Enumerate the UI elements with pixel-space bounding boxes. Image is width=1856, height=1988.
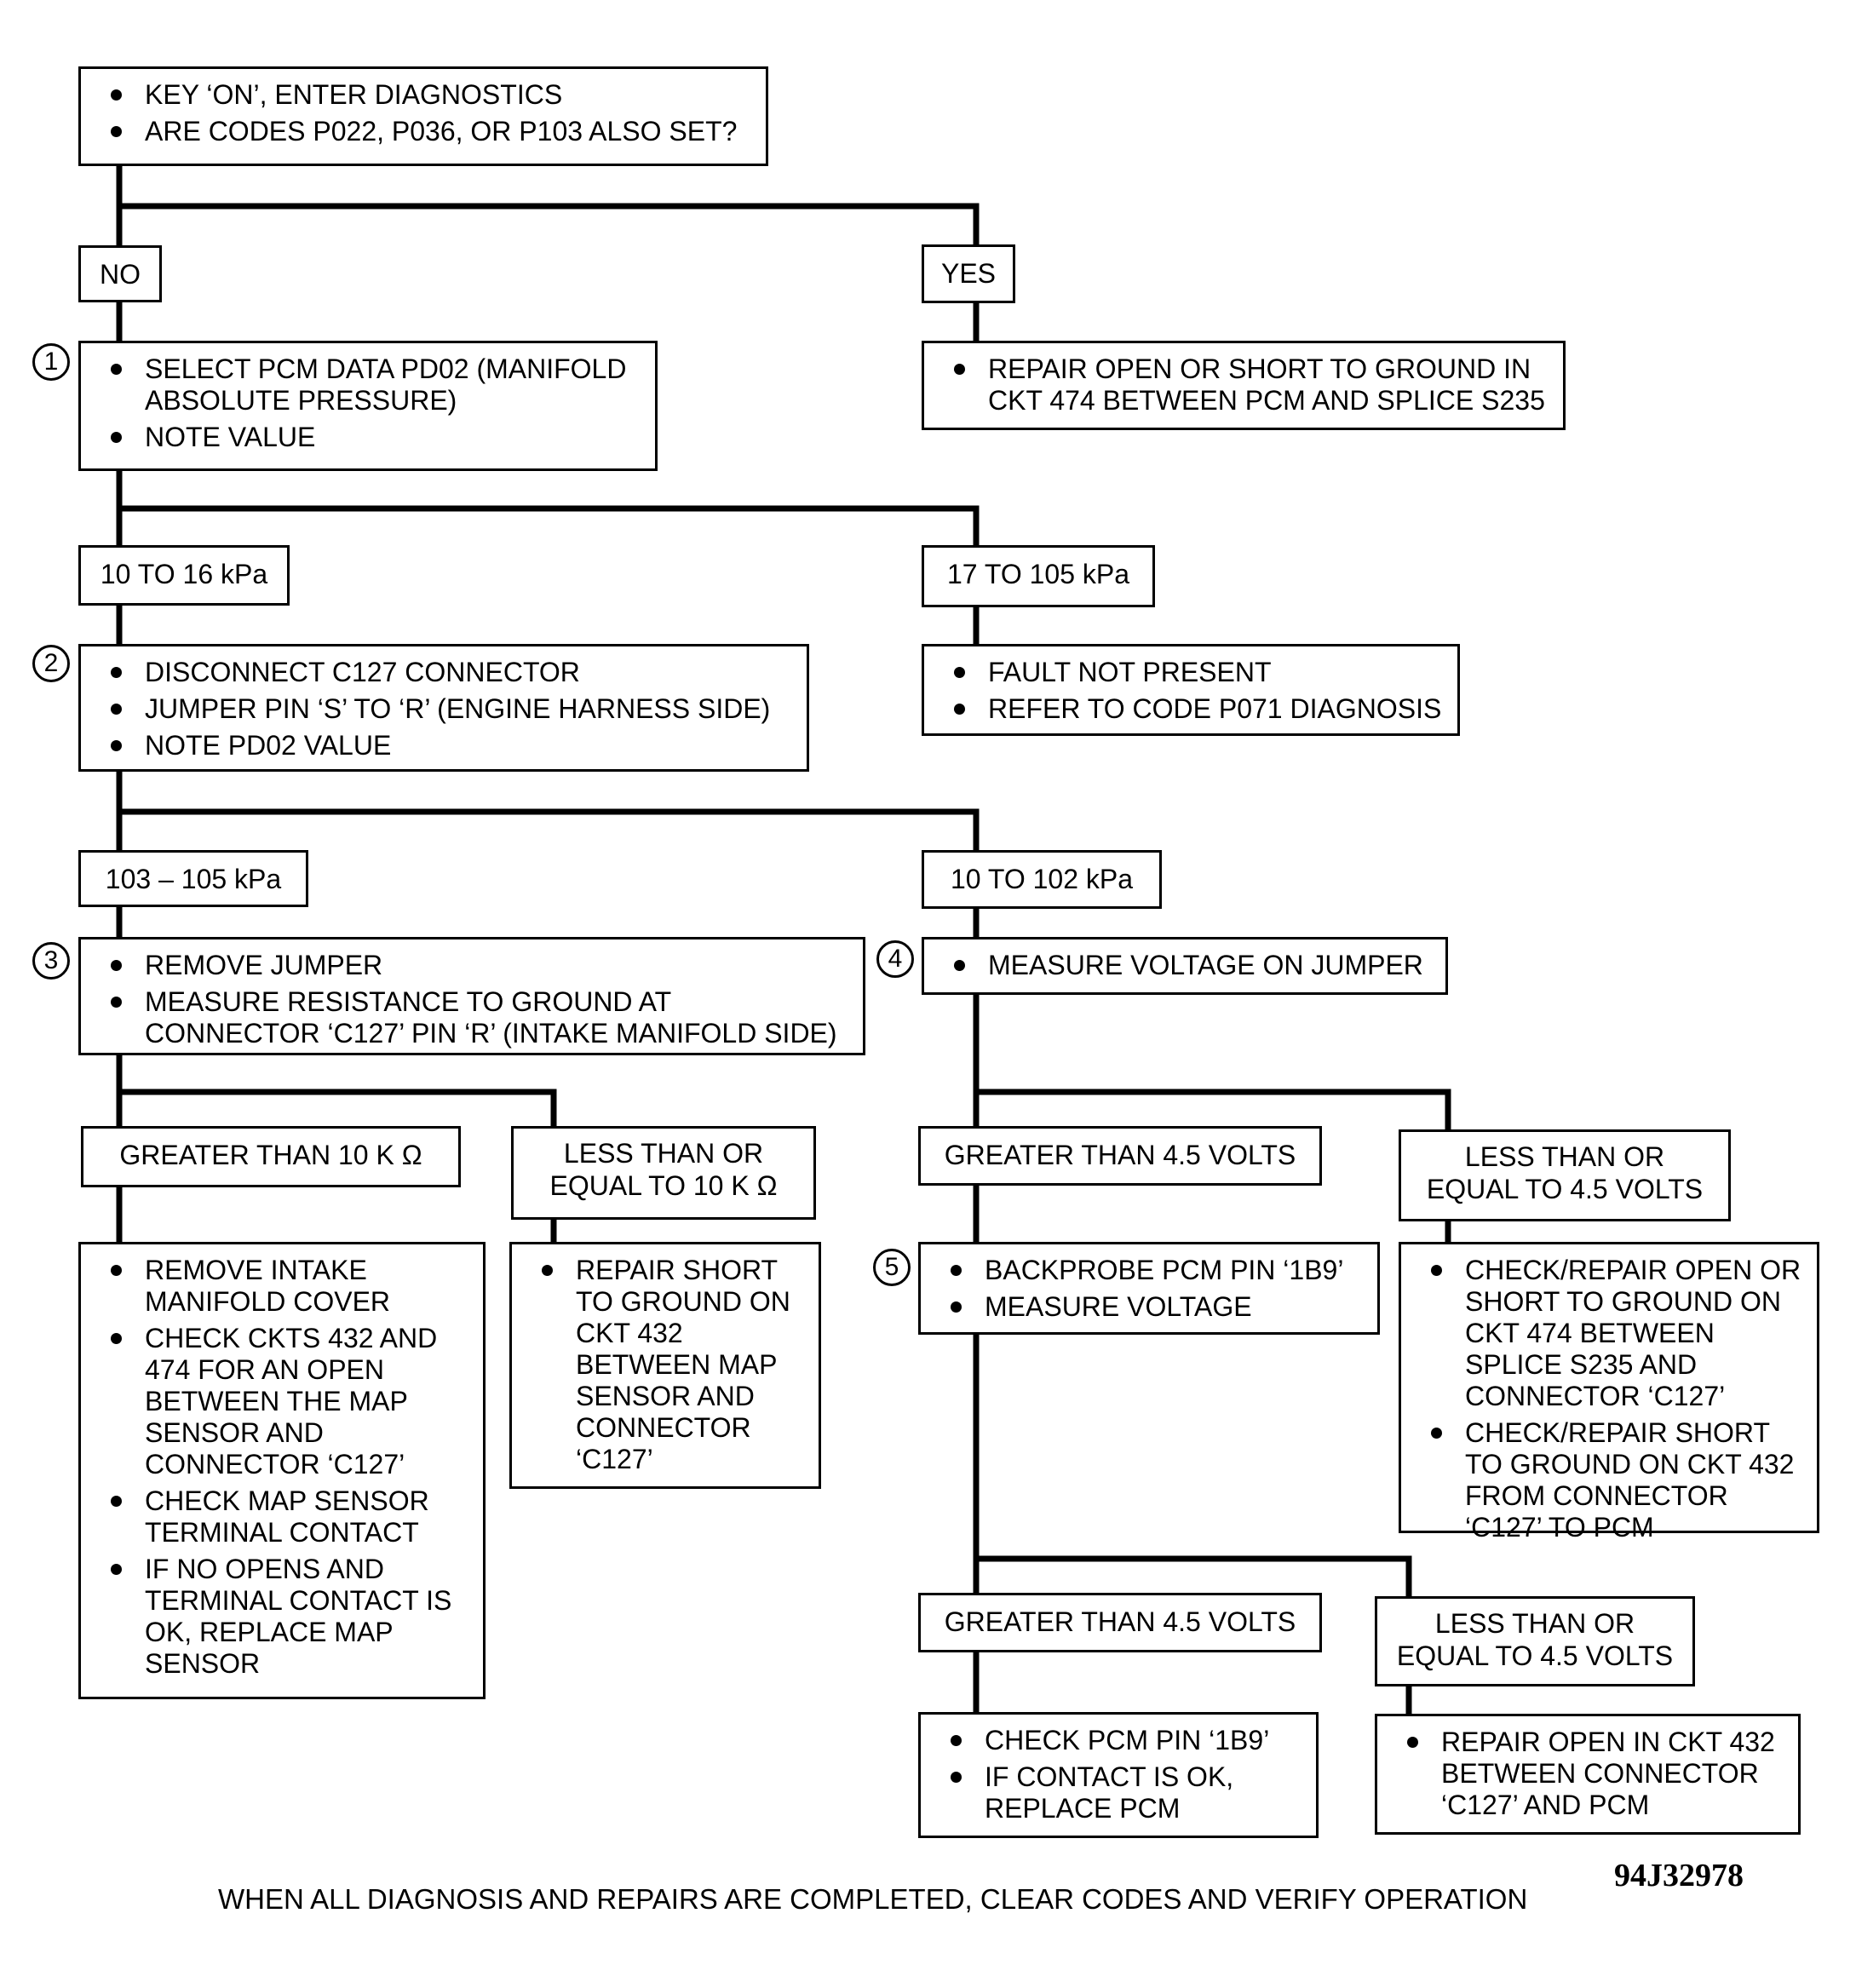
remove-intake-cover-item: REMOVE INTAKE MANIFOLD COVER [98,1255,474,1318]
range-17-105-action-box: FAULT NOT PRESENT REFER TO CODE P071 DIA… [922,644,1460,736]
repair-open-ckt-432-item: REPAIR OPEN IN CKT 432 BETWEEN CONNECTOR… [1394,1727,1790,1821]
range-10-16-label: 10 TO 16 kPa [78,545,290,606]
step-1-item-2: NOTE VALUE [98,422,646,453]
greater-than-4-5v-action-box-2: CHECK PCM PIN ‘1B9’ IF CONTACT IS OK, RE… [918,1712,1319,1838]
range-17-105-label: 17 TO 105 kPa [922,545,1155,607]
step-4-number: 4 [876,940,914,978]
yes-action-box: REPAIR OPEN OR SHORT TO GROUND IN CKT 47… [922,341,1566,430]
step-4-item-1: MEASURE VOLTAGE ON JUMPER [941,950,1437,981]
start-box: KEY ‘ON’, ENTER DIAGNOSTICS ARE CODES P0… [78,66,768,166]
replace-map-sensor-item: IF NO OPENS AND TERMINAL CONTACT IS OK, … [98,1554,474,1680]
greater-than-4-5v-label-2: GREATER THAN 4.5 VOLTS [918,1593,1322,1652]
step-2-number: 2 [32,645,70,682]
step-5-item-1: BACKPROBE PCM PIN ‘1B9’ [938,1255,1369,1286]
less-equal-4-5v-label-1: LESS THAN OR EQUAL TO 4.5 VOLTS [1399,1129,1731,1221]
step-3-box: REMOVE JUMPER MEASURE RESISTANCE TO GROU… [78,937,865,1055]
footer-note: WHEN ALL DIAGNOSIS AND REPAIRS ARE COMPL… [218,1883,1528,1915]
step-2-item-2: JUMPER PIN ‘S’ TO ‘R’ (ENGINE HARNESS SI… [98,693,798,725]
fault-not-present-item: FAULT NOT PRESENT [941,657,1449,688]
check-ckts-item: CHECK CKTS 432 AND 474 FOR AN OPEN BETWE… [98,1323,474,1480]
step-2-item-1: DISCONNECT C127 CONNECTOR [98,657,798,688]
step-3-number: 3 [32,942,70,980]
step-1-box: SELECT PCM DATA PD02 (MANIFOLD ABSOLUTE … [78,341,658,471]
less-equal-4-5v-action-box-2: REPAIR OPEN IN CKT 432 BETWEEN CONNECTOR… [1375,1714,1801,1835]
less-equal-4-5v-label-2: LESS THAN OR EQUAL TO 4.5 VOLTS [1375,1596,1695,1686]
replace-pcm-item: IF CONTACT IS OK, REPLACE PCM [938,1761,1307,1824]
step-5-item-2: MEASURE VOLTAGE [938,1291,1369,1323]
check-pcm-pin-item: CHECK PCM PIN ‘1B9’ [938,1725,1307,1756]
yes-label: YES [922,244,1015,303]
check-repair-ckt-432-item: CHECK/REPAIR SHORT TO GROUND ON CKT 432 … [1418,1417,1808,1543]
greater-than-10k-action-box: REMOVE INTAKE MANIFOLD COVER CHECK CKTS … [78,1242,486,1699]
step-5-number: 5 [873,1249,911,1286]
yes-action-item-1: REPAIR OPEN OR SHORT TO GROUND IN CKT 47… [941,353,1554,417]
less-equal-10k-label: LESS THAN OR EQUAL TO 10 K Ω [511,1126,816,1220]
range-103-105-label: 103 – 105 kPa [78,850,308,907]
check-map-sensor-item: CHECK MAP SENSOR TERMINAL CONTACT [98,1485,474,1548]
step-5-box: BACKPROBE PCM PIN ‘1B9’ MEASURE VOLTAGE [918,1242,1380,1335]
figure-id: 94J32978 [1614,1858,1744,1893]
step-3-item-1: REMOVE JUMPER [98,950,854,981]
range-10-102-label: 10 TO 102 kPa [922,850,1162,909]
step-2-item-3: NOTE PD02 VALUE [98,730,798,761]
less-equal-10k-action-box: REPAIR SHORT TO GROUND ON CKT 432 BETWEE… [509,1242,821,1489]
step-2-box: DISCONNECT C127 CONNECTOR JUMPER PIN ‘S’… [78,644,809,772]
step-4-box: MEASURE VOLTAGE ON JUMPER [922,937,1448,995]
repair-short-ckt-432-item: REPAIR SHORT TO GROUND ON CKT 432 BETWEE… [529,1255,810,1475]
less-equal-4-5v-action-box-1: CHECK/REPAIR OPEN OR SHORT TO GROUND ON … [1399,1242,1819,1543]
step-1-number: 1 [32,343,70,381]
start-item-2: ARE CODES P022, P036, OR P103 ALSO SET? [98,116,757,147]
no-label: NO [78,245,162,302]
refer-p071-item: REFER TO CODE P071 DIAGNOSIS [941,693,1449,725]
step-1-item-1: SELECT PCM DATA PD02 (MANIFOLD ABSOLUTE … [98,353,646,417]
step-3-item-2: MEASURE RESISTANCE TO GROUND AT CONNECTO… [98,986,854,1049]
greater-than-10k-label: GREATER THAN 10 K Ω [81,1126,461,1187]
check-repair-ckt-474-item: CHECK/REPAIR OPEN OR SHORT TO GROUND ON … [1418,1255,1808,1412]
start-item-1: KEY ‘ON’, ENTER DIAGNOSTICS [98,79,757,111]
greater-than-4-5v-label-1: GREATER THAN 4.5 VOLTS [918,1126,1322,1186]
